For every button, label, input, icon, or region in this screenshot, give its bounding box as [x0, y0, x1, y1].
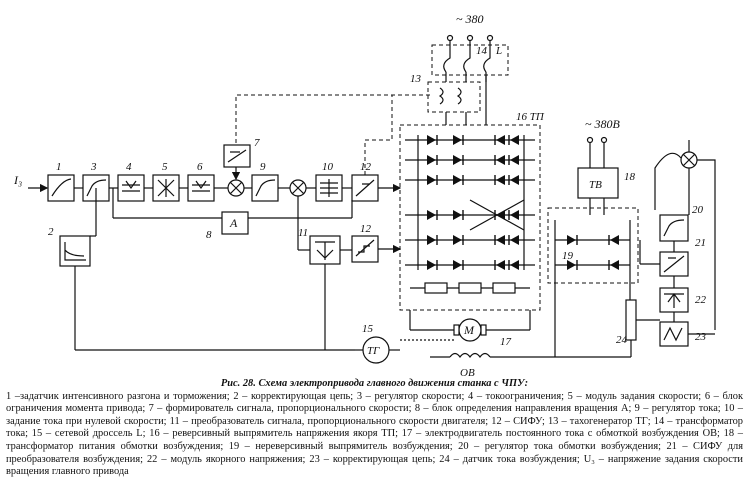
- block-number-20: 20: [692, 204, 704, 216]
- block-number-5: 5: [162, 161, 168, 173]
- block-number-10: 10: [322, 161, 334, 173]
- block-number-21: 21: [695, 237, 706, 249]
- block-number-18: 18: [624, 171, 636, 183]
- block-number-15: 14: [476, 45, 488, 57]
- block-number-3: 3: [90, 161, 97, 173]
- block-number-23: 23: [695, 331, 707, 343]
- supply-right-label: ~ 380В: [585, 117, 620, 131]
- block-number-22: 22: [695, 294, 707, 306]
- block-18-field-transformer: [577, 167, 619, 199]
- block-20-field-current-regulator: [659, 214, 689, 242]
- block-23-correction-circuit: [659, 321, 689, 347]
- motor-label: М: [463, 323, 475, 337]
- block-14-current-transformer: [427, 81, 481, 113]
- block-16-reversible-rectifier: [399, 124, 541, 311]
- block-number-2: 2: [48, 226, 54, 238]
- block-9-current-regulator: [251, 174, 279, 202]
- caption-title: Рис. 28. Схема электропривода главного д…: [220, 378, 529, 389]
- tp-label: 16 ТП: [516, 111, 545, 123]
- block-12-sifu-lower: [351, 235, 379, 263]
- tg-label: ТГ: [367, 345, 380, 357]
- input-label: I₃: [13, 173, 22, 187]
- block-number-4: 4: [126, 161, 132, 173]
- block-number-1: 1: [56, 161, 62, 173]
- block-number-11: 11: [298, 227, 308, 239]
- block-number-6: 6: [197, 161, 203, 173]
- electric-drive-schematic: I₃ 1 3 4 5 6 7 9 10 12 2: [13, 12, 716, 379]
- ov-label: ОВ: [460, 367, 475, 379]
- block-number-12-lower: 12: [360, 223, 372, 235]
- block-number-12-upper: 12: [360, 161, 372, 173]
- supply-top-label: ~ 380: [456, 12, 484, 26]
- block-number-14: 13: [410, 73, 422, 85]
- field-winding-ov: [449, 352, 491, 359]
- block-number-19: 19: [562, 250, 574, 262]
- block-number-8: 8: [206, 229, 212, 241]
- block-number-24: 24: [616, 334, 628, 346]
- amp-label: А: [229, 216, 238, 230]
- figure-caption: Рис. 28. Схема электропривода главного д…: [6, 378, 743, 479]
- block-24-field-current-sensor: [625, 299, 637, 341]
- block-19-field-rectifier: [547, 207, 639, 284]
- block-number-17: 17: [500, 336, 512, 348]
- block-8-direction-detector: [221, 211, 249, 235]
- block-number-9: 9: [260, 161, 266, 173]
- caption-body: 1 –задатчик интенсивного разгона и тормо…: [6, 390, 743, 478]
- block-number-13: 15: [362, 323, 374, 335]
- block-number-7: 7: [254, 137, 260, 149]
- tv-label: ТВ: [589, 179, 602, 191]
- choke-l-label: L: [495, 45, 502, 57]
